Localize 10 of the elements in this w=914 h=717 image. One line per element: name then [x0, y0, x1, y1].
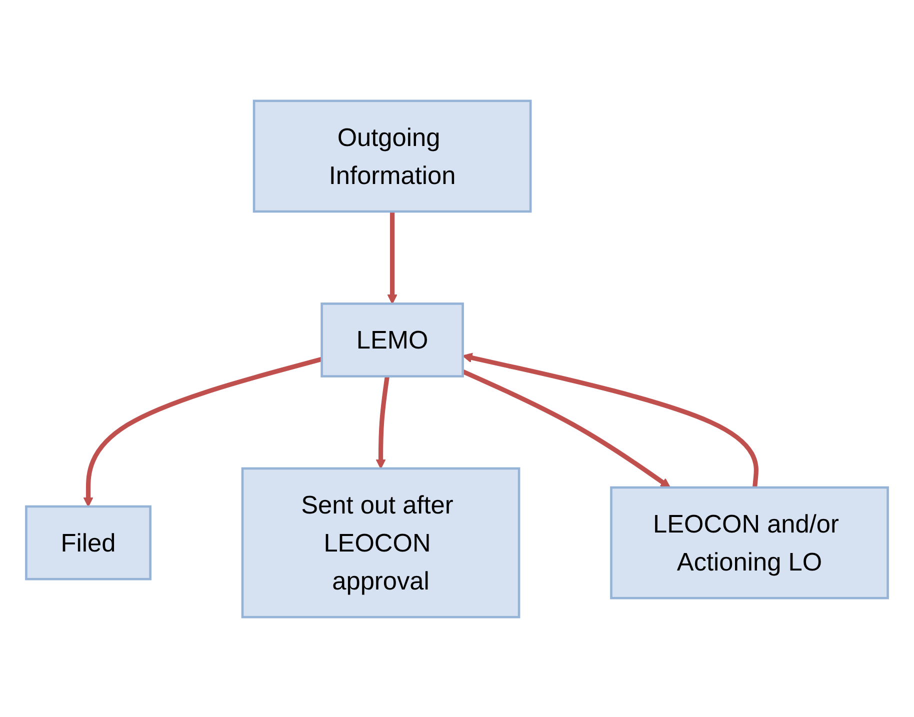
node-box: Outgoing Information [252, 99, 532, 212]
node-box: LEOCON and/or Actioning LO [610, 486, 889, 599]
arrow [462, 368, 671, 488]
arrow [387, 211, 398, 304]
arrow [376, 375, 390, 468]
node-box: LEMO [320, 302, 464, 377]
node-box: Sent out after LEOCON approval [241, 466, 520, 618]
arrow [462, 352, 758, 488]
node-box: Filed [25, 504, 152, 580]
arrow [83, 356, 322, 506]
